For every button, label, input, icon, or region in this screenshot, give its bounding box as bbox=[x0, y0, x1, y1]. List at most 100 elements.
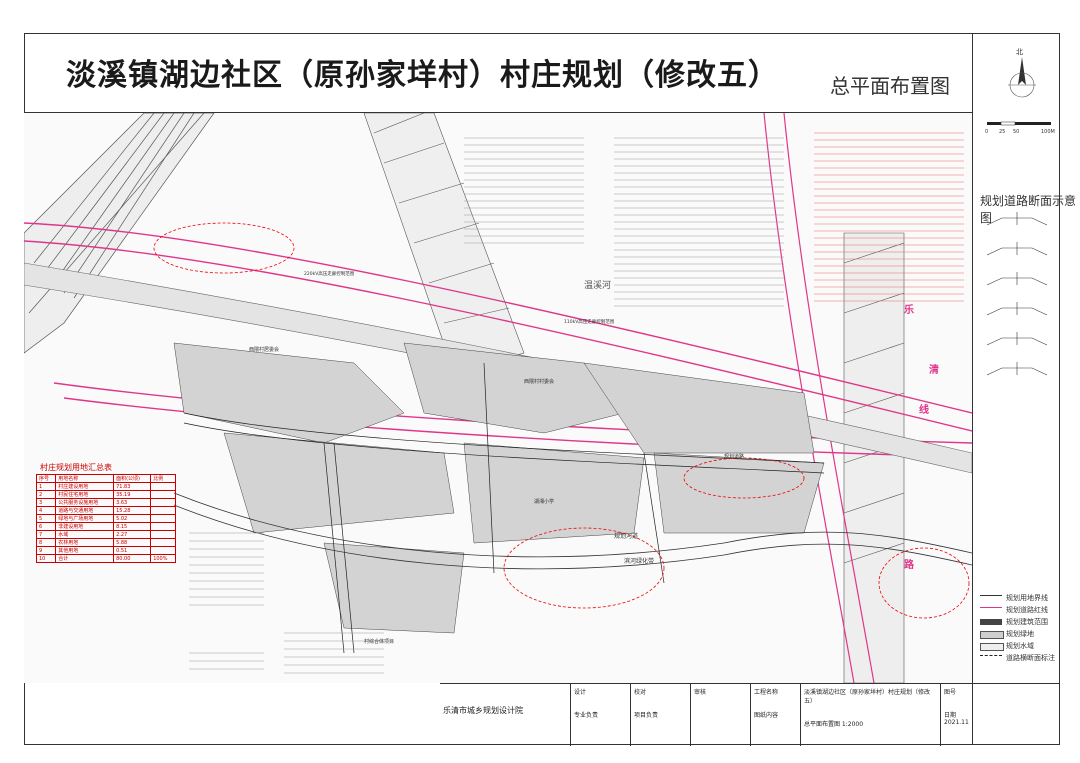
main-title: 淡溪镇湖边社区（原孙家垟村）村庄规划（修改五） bbox=[66, 58, 779, 93]
drawing-name: 总平面布置图 1:2000 bbox=[804, 721, 864, 728]
field-label: 项目负责 bbox=[634, 712, 659, 719]
table-cell: 公共服务设施用地 bbox=[55, 498, 115, 507]
spot-label-1: 西隈村居委会 bbox=[249, 346, 279, 353]
spot-label-7: 规划道路 bbox=[724, 453, 744, 460]
table-cell: 其他用地 bbox=[55, 546, 115, 555]
field-cell: 工程名称图纸内容 bbox=[750, 684, 800, 746]
scale-label-2: 50 bbox=[1013, 129, 1019, 135]
spot-label-5: 滨河绿化带 bbox=[624, 557, 654, 565]
note-block-lines bbox=[464, 137, 784, 307]
table-cell: 8 bbox=[35, 538, 57, 547]
land-table-title: 村庄规划用地汇总表 bbox=[40, 463, 112, 472]
table-cell bbox=[150, 482, 176, 491]
table-cell bbox=[150, 546, 176, 555]
field-cell: 校对项目负责 bbox=[630, 684, 690, 746]
company-name: 乐清市城乡规划设计院 bbox=[443, 706, 523, 715]
river-label: 温溪河 bbox=[584, 279, 611, 291]
road-label-1: 乐 bbox=[904, 303, 914, 316]
date-value: 2021.11 bbox=[944, 719, 969, 726]
table-cell: 3.63 bbox=[113, 498, 152, 507]
title-band bbox=[24, 33, 972, 113]
field-label: 审核 bbox=[694, 689, 707, 696]
hv-corridor-hatch-middle bbox=[363, 113, 525, 374]
legend-item: 规划用地界线 bbox=[980, 593, 1056, 603]
spot-label-3: 湖湘小学 bbox=[534, 498, 554, 505]
road-section-diagrams bbox=[986, 212, 1048, 376]
site-plan-svg: 乐 清 线 路 温溪河 西隈村居委会 西隈村村委会 湖湘小学 规划河道 滨河绿化… bbox=[24, 113, 972, 683]
legend-item: 道路横断面标注 bbox=[980, 653, 1056, 663]
table-cell: 8.15 bbox=[113, 522, 152, 531]
red-note-block-lines bbox=[814, 132, 964, 302]
table-cell: 水域 bbox=[55, 530, 115, 539]
sub-title: 总平面布置图 bbox=[830, 74, 950, 98]
table-cell: 80.00 bbox=[113, 554, 152, 563]
table-cell: 面积(公顷) bbox=[113, 474, 152, 483]
revision-clouds bbox=[153, 222, 970, 619]
table-cell: 4 bbox=[35, 506, 57, 515]
table-cell: 1 bbox=[35, 482, 57, 491]
spot-label-6: 村综合体项目 bbox=[364, 638, 394, 645]
legend-item: 规划水域 bbox=[980, 641, 1056, 651]
table-cell bbox=[150, 498, 176, 507]
lower-note-lines bbox=[189, 532, 384, 674]
table-cell: 10 bbox=[35, 554, 57, 563]
table-cell: 15.28 bbox=[113, 506, 152, 515]
hv-corridor-hatch-right bbox=[843, 232, 905, 683]
legend-label: 规划用地界线 bbox=[1006, 594, 1048, 602]
field-label: 专业负责 bbox=[574, 712, 599, 719]
road-label-3: 线 bbox=[919, 403, 929, 416]
field-label: 图号 bbox=[944, 689, 957, 696]
table-cell bbox=[150, 538, 176, 547]
legend-item: 规划道路红线 bbox=[980, 605, 1056, 615]
project-name: 淡溪镇湖边社区（原孙家垟村）村庄规划（修改五） bbox=[804, 689, 931, 705]
legend-item: 规划建筑范围 bbox=[980, 617, 1056, 627]
field-label: 日期 bbox=[944, 712, 957, 719]
table-cell: 村民住宅用地 bbox=[55, 490, 115, 499]
table-cell bbox=[150, 506, 176, 515]
south-curve-road-edge bbox=[173, 504, 972, 570]
spot-label-4: 规划河道 bbox=[614, 532, 638, 540]
legend-label: 道路横断面标注 bbox=[1006, 654, 1055, 662]
legend-label: 规划建筑范围 bbox=[1006, 618, 1048, 626]
scale-label-1: 25 bbox=[999, 129, 1005, 135]
company-cell: 乐清市城乡规划设计院 bbox=[440, 684, 570, 746]
table-cell: 35.19 bbox=[113, 490, 152, 499]
road-label-2: 清 bbox=[929, 363, 939, 376]
title-block: 乐清市城乡规划设计院 设计专业负责 校对项目负责 审核 工程名称图纸内容 淡溪镇… bbox=[440, 683, 1060, 746]
field-label: 设计 bbox=[574, 689, 587, 696]
table-cell: 非建设用地 bbox=[55, 522, 115, 531]
field-label: 图纸内容 bbox=[754, 712, 779, 719]
table-cell: 100% bbox=[150, 554, 176, 563]
spot-label-2: 西隈村村委会 bbox=[524, 378, 554, 385]
north-arrow-icon: 北 bbox=[1008, 48, 1036, 98]
internal-roads bbox=[183, 362, 825, 654]
north-label: 北 bbox=[1016, 48, 1023, 56]
table-cell bbox=[150, 522, 176, 531]
table-cell: 比例 bbox=[150, 474, 176, 483]
table-cell: 绿地与广场用地 bbox=[55, 514, 115, 523]
scale-label-3: 100M bbox=[1041, 129, 1055, 135]
table-cell: 3 bbox=[35, 498, 57, 507]
legend-label: 规划绿地 bbox=[1006, 630, 1034, 638]
table-cell: 村庄建设用地 bbox=[55, 482, 115, 491]
project-cell: 淡溪镇湖边社区（原孙家垟村）村庄规划（修改五） 总平面布置图 1:2000 bbox=[800, 684, 940, 746]
field-cell: 审核 bbox=[690, 684, 750, 746]
table-row: 序号用地名称面积(公顷)比例 bbox=[35, 474, 176, 483]
table-cell: 序号 bbox=[35, 474, 57, 483]
table-cell bbox=[150, 490, 176, 499]
table-cell bbox=[150, 514, 176, 523]
table-cell: 5 bbox=[35, 514, 57, 523]
scale-label-0: 0 bbox=[985, 129, 988, 135]
main-road-red-line bbox=[24, 113, 972, 683]
table-cell bbox=[150, 530, 176, 539]
site-plan-map[interactable]: 乐 清 线 路 温溪河 西隈村居委会 西隈村村委会 湖湘小学 规划河道 滨河绿化… bbox=[24, 113, 972, 683]
table-cell: 合计 bbox=[55, 554, 115, 563]
